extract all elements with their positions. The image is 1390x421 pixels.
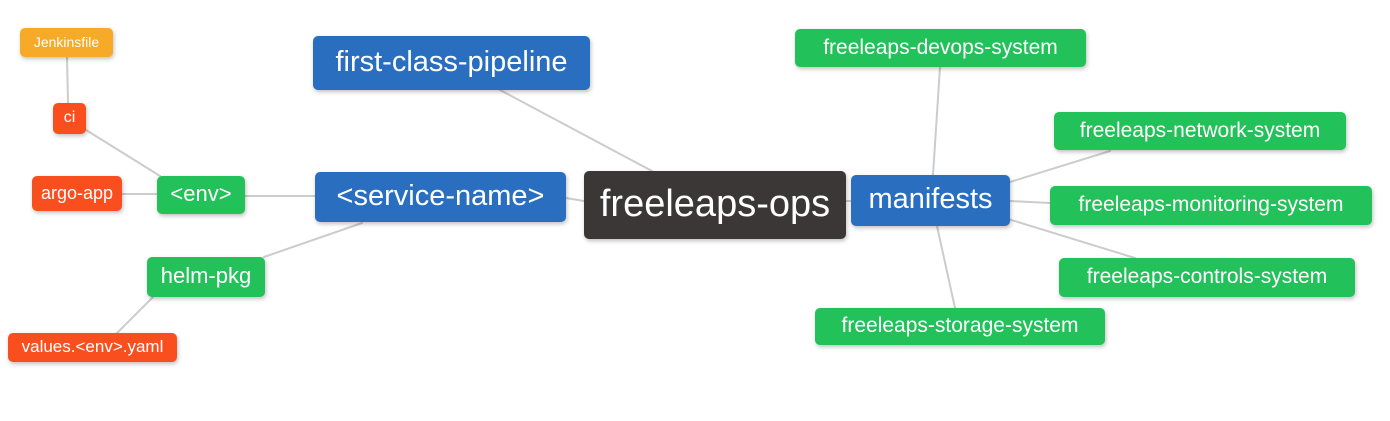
node-label: freeleaps-network-system (1079, 118, 1321, 142)
edge-service-name-to-freeleaps-ops (565, 197, 585, 202)
edge-helm-pkg-to-values-env-yaml (116, 296, 154, 334)
node-network-system[interactable]: freeleaps-network-system (1054, 112, 1346, 150)
node-label: first-class-pipeline (335, 45, 568, 78)
node-devops-system[interactable]: freeleaps-devops-system (795, 29, 1086, 67)
node-label: freeleaps-monitoring-system (1078, 193, 1344, 216)
node-label: <env> (170, 181, 232, 206)
edge-first-class-pipeline-to-freeleaps-ops (499, 89, 653, 172)
edge-jenkinsfile-to-ci (66, 56, 69, 104)
node-label: freeleaps-storage-system (841, 314, 1079, 337)
edge-manifests-to-monitoring-system (1009, 200, 1051, 204)
node-label: <service-name> (336, 179, 545, 212)
edge-manifests-to-devops-system (932, 66, 941, 176)
node-values-env-yaml[interactable]: values.<env>.yaml (8, 333, 177, 362)
node-storage-system[interactable]: freeleaps-storage-system (815, 308, 1105, 345)
node-helm-pkg[interactable]: helm-pkg (147, 257, 265, 297)
node-ci[interactable]: ci (53, 103, 86, 134)
node-freeleaps-ops[interactable]: freeleaps-ops (584, 171, 846, 239)
node-controls-system[interactable]: freeleaps-controls-system (1059, 258, 1355, 297)
node-monitoring-system[interactable]: freeleaps-monitoring-system (1050, 186, 1372, 225)
node-label: freeleaps-controls-system (1086, 265, 1328, 288)
edge-manifests-to-storage-system (936, 225, 956, 309)
node-label: values.<env>.yaml (21, 337, 164, 356)
edge-manifests-to-network-system (1009, 150, 1111, 183)
node-first-class-pipeline[interactable]: first-class-pipeline (313, 36, 590, 90)
node-service-name[interactable]: <service-name> (315, 172, 566, 222)
node-label: freeleaps-ops (599, 183, 831, 225)
node-label: Jenkinsfile (33, 33, 100, 50)
node-label: argo-app (40, 182, 114, 203)
node-jenkinsfile[interactable]: Jenkinsfile (20, 28, 113, 57)
edge-ci-to-env (85, 129, 161, 177)
node-label: helm-pkg (160, 263, 252, 288)
node-label: manifests (868, 183, 993, 215)
node-argo-app[interactable]: argo-app (32, 176, 122, 211)
node-label: freeleaps-devops-system (823, 35, 1058, 59)
edge-service-name-to-helm-pkg (263, 222, 363, 258)
node-label: ci (63, 108, 76, 126)
node-env[interactable]: <env> (157, 176, 245, 214)
node-manifests[interactable]: manifests (851, 175, 1010, 226)
